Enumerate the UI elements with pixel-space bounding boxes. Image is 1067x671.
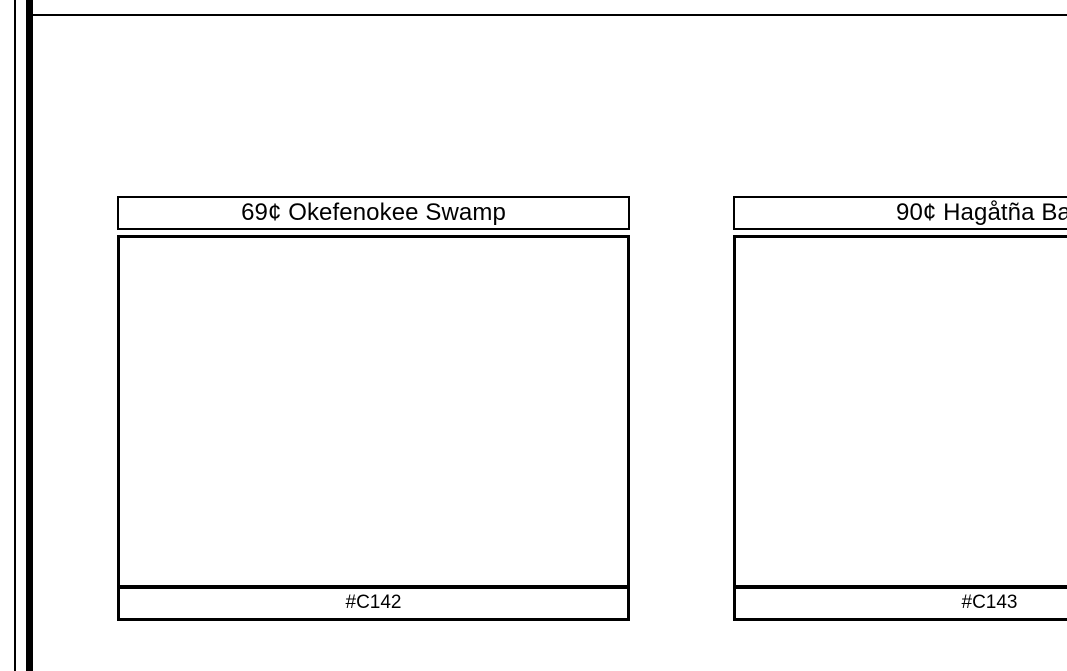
stamp-card[interactable]: 90¢ Hagåtña Bay #C143 [733,196,1067,621]
stamp-title: 90¢ Hagåtña Bay [733,196,1067,230]
top-horizontal-rule [29,14,1067,16]
stamp-catalog-number: #C142 [117,587,630,621]
left-thick-rule [26,0,33,671]
stamp-image-placeholder[interactable] [117,235,630,587]
stamp-card[interactable]: 69¢ Okefenokee Swamp #C142 [117,196,630,621]
left-thin-rule [14,0,16,671]
stamp-catalog-number: #C143 [733,587,1067,621]
stamp-image-placeholder[interactable] [733,235,1067,587]
stamp-title: 69¢ Okefenokee Swamp [117,196,630,230]
